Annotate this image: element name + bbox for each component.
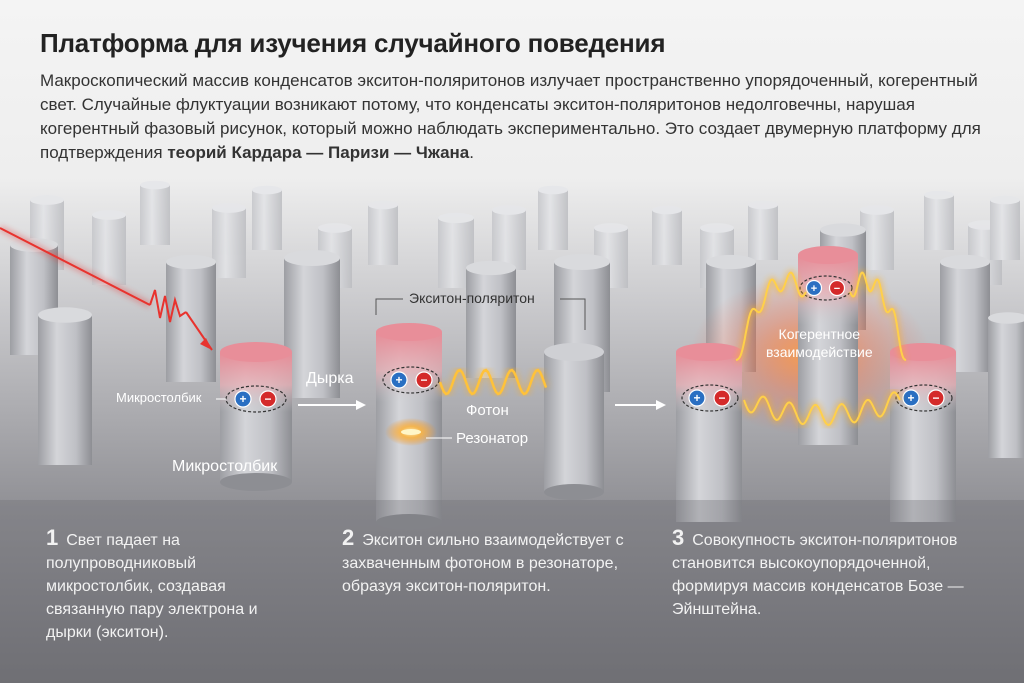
photon-wave-icon	[436, 366, 550, 398]
header: Платформа для изучения случайного поведе…	[40, 28, 1000, 165]
intro-end: .	[469, 143, 474, 162]
svg-text:+: +	[395, 373, 402, 387]
label-micropillar-inner: Микростолбик	[116, 390, 202, 405]
micropillar-step2	[376, 323, 442, 530]
micropillar-step3-right	[890, 343, 956, 522]
step-text: Экситон сильно взаимодействует с захваче…	[342, 532, 624, 595]
micropillar-step2-partner	[544, 343, 604, 500]
label-photon: Фотон	[466, 402, 509, 419]
svg-text:+: +	[239, 392, 246, 406]
svg-text:+: +	[907, 391, 914, 405]
hole-plus-icon: +	[390, 371, 408, 389]
arrow-right-icon	[298, 400, 366, 410]
intro-text: Макроскопический массив конденсатов экси…	[40, 71, 981, 162]
arrow-right-icon	[615, 400, 666, 410]
micropillar-step3-left	[676, 343, 742, 522]
hole-plus-icon: +	[234, 390, 252, 408]
micropillar-step1	[220, 342, 292, 491]
label-resonator: Резонатор	[456, 430, 529, 447]
electron-minus-icon: −	[828, 279, 846, 297]
laser-beam-icon	[0, 225, 213, 351]
photon-wave-icon	[735, 269, 907, 429]
svg-text:−: −	[264, 392, 271, 406]
label-hole: Дырка	[306, 370, 354, 387]
label-exciton-polariton: Экситон-поляритон	[409, 290, 535, 306]
svg-text:−: −	[420, 373, 427, 387]
page-title: Платформа для изучения случайного поведе…	[40, 28, 666, 58]
hole-plus-icon: +	[902, 389, 920, 407]
electron-minus-icon: −	[713, 389, 731, 407]
hole-plus-icon: +	[805, 279, 823, 297]
mid-micropillars	[10, 223, 1024, 465]
electron-minus-icon: −	[259, 390, 277, 408]
background-micropillars	[30, 180, 1020, 288]
svg-text:−: −	[834, 283, 840, 295]
step-text: Свет падает на полупроводниковый микрост…	[46, 532, 258, 641]
label-micropillar: Микростолбик	[172, 458, 278, 475]
svg-text:−: −	[718, 391, 725, 405]
step-text: Совокупность экситон-поляритонов станови…	[672, 532, 964, 618]
electron-minus-icon: −	[415, 371, 433, 389]
electron-minus-icon: −	[927, 389, 945, 407]
label-interaction: взаимодействие	[766, 344, 873, 360]
intro-paragraph: Макроскопический массив конденсатов экси…	[40, 69, 995, 165]
exciton-polariton-bracket	[375, 298, 586, 330]
svg-text:+: +	[811, 283, 817, 295]
label-coherent: Когерентное	[778, 326, 861, 342]
hole-plus-icon: +	[688, 389, 706, 407]
step-number: 1	[46, 525, 59, 550]
svg-text:−: −	[932, 391, 939, 405]
step-number: 3	[672, 525, 685, 550]
label-coherent-interaction: Когерентное взаимодействие	[766, 325, 873, 361]
intro-bold: теорий Кардара — Паризи — Чжана	[167, 143, 470, 162]
svg-text:+: +	[693, 391, 700, 405]
step-number: 2	[342, 525, 355, 550]
